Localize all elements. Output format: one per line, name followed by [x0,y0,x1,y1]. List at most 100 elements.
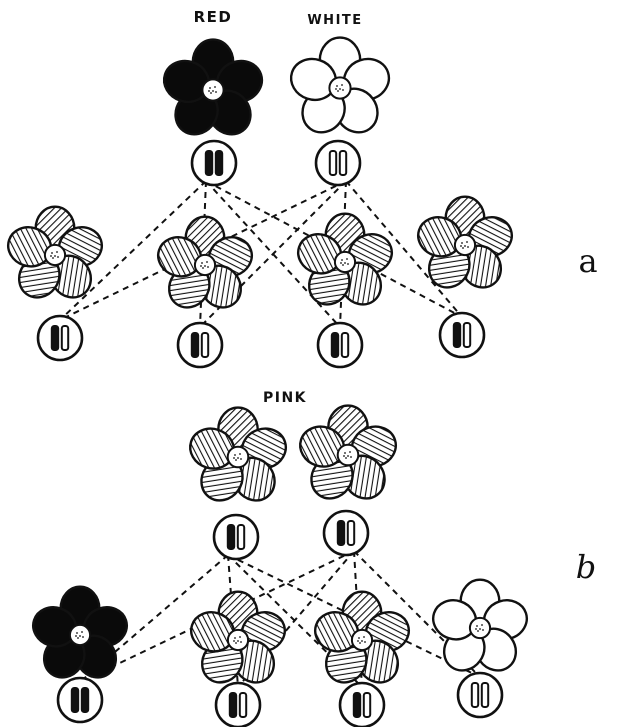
chromosome-black [50,325,60,351]
chromosome-black [228,692,238,718]
chromosome-white [480,682,490,708]
gene-circles-layer [36,139,504,727]
center-dot [239,636,241,638]
center-dot [214,86,216,88]
center-dot [234,637,236,639]
center-dot [481,624,483,626]
center-dot [210,92,212,94]
center-dot [237,457,239,459]
center-dot [77,637,79,639]
center-dot [235,642,237,644]
center-dot [363,636,365,638]
center-dot [364,641,366,643]
center-dot [467,246,469,248]
flowers-layer [7,36,528,684]
chromosome-black [336,520,346,546]
label-pink: PINK [263,390,307,406]
center-dot [343,455,345,457]
parent-gene-b-1 [212,513,260,561]
center-dot [81,631,83,633]
flower-center [350,628,374,652]
center-dot [349,451,351,453]
center-dot [479,628,481,630]
chromosome-black [190,332,200,358]
chromosome-white [236,524,246,550]
offspring-flower-b-4 [432,578,528,672]
parent-gene-a-2 [314,139,362,187]
center-dot [233,640,235,642]
offspring-flower-a-1 [7,205,103,299]
chromosome-white [470,682,480,708]
center-dot [82,636,84,638]
center-dot [76,632,78,634]
parent-flower-a-1 [162,38,264,136]
center-dot [337,90,339,92]
center-dot [75,635,77,637]
gene-circle [176,321,224,369]
center-dot [208,90,210,92]
center-dot [339,88,341,90]
flower-center [453,233,477,257]
center-dot [79,635,81,637]
center-dot [240,458,242,460]
chromosome-white [60,325,70,351]
offspring-gene-b-1 [56,676,104,724]
center-dot [357,640,359,642]
center-dot [347,263,349,265]
inheritance-line [345,180,463,318]
center-dot [235,459,237,461]
chromosome-white [328,150,338,176]
chromosome-black [80,687,90,713]
center-dot [347,455,349,457]
parent-flower-a-2 [289,36,391,134]
center-dot [358,637,360,639]
flower-center [336,443,360,467]
center-dot [202,267,204,269]
gene-circle [214,681,262,727]
center-dot [204,265,206,267]
center-dot [335,88,337,90]
flower-center [68,623,92,647]
offspring-gene-a-3 [316,321,364,369]
center-dot [50,255,52,257]
center-dot [51,252,53,254]
gene-circle [212,513,260,561]
center-dot [346,258,348,260]
flower-center [226,628,250,652]
label-red: RED [194,8,233,26]
offspring-flower-a-2 [157,215,253,309]
center-dot [200,265,202,267]
panel-label-b: b [576,548,596,586]
chromosome-white [346,520,356,546]
center-dot [341,259,343,261]
offspring-gene-a-4 [438,311,486,359]
gene-circle [190,139,238,187]
center-dot [350,456,352,458]
offspring-gene-b-2 [214,681,262,727]
chromosome-black [452,322,462,348]
flower-center [468,616,492,640]
center-dot [466,241,468,243]
chromosome-black [352,692,362,718]
chromosome-white [200,332,210,358]
chromosome-white [238,692,248,718]
center-dot [477,630,479,632]
flower-center [226,445,250,469]
center-dot [52,257,54,259]
parent-gene-a-1 [190,139,238,187]
gene-circle [56,676,104,724]
chromosome-white [362,692,372,718]
center-dot [359,642,361,644]
offspring-flower-b-3 [314,590,410,684]
center-dot [460,245,462,247]
center-dot [237,640,239,642]
inheritance-line [59,180,207,321]
center-dot [233,457,235,459]
center-dot [464,245,466,247]
center-dot [56,251,58,253]
gene-circle [314,139,362,187]
flower-center [201,78,225,102]
center-dot [239,453,241,455]
center-dot [215,91,217,93]
center-dot [476,625,478,627]
